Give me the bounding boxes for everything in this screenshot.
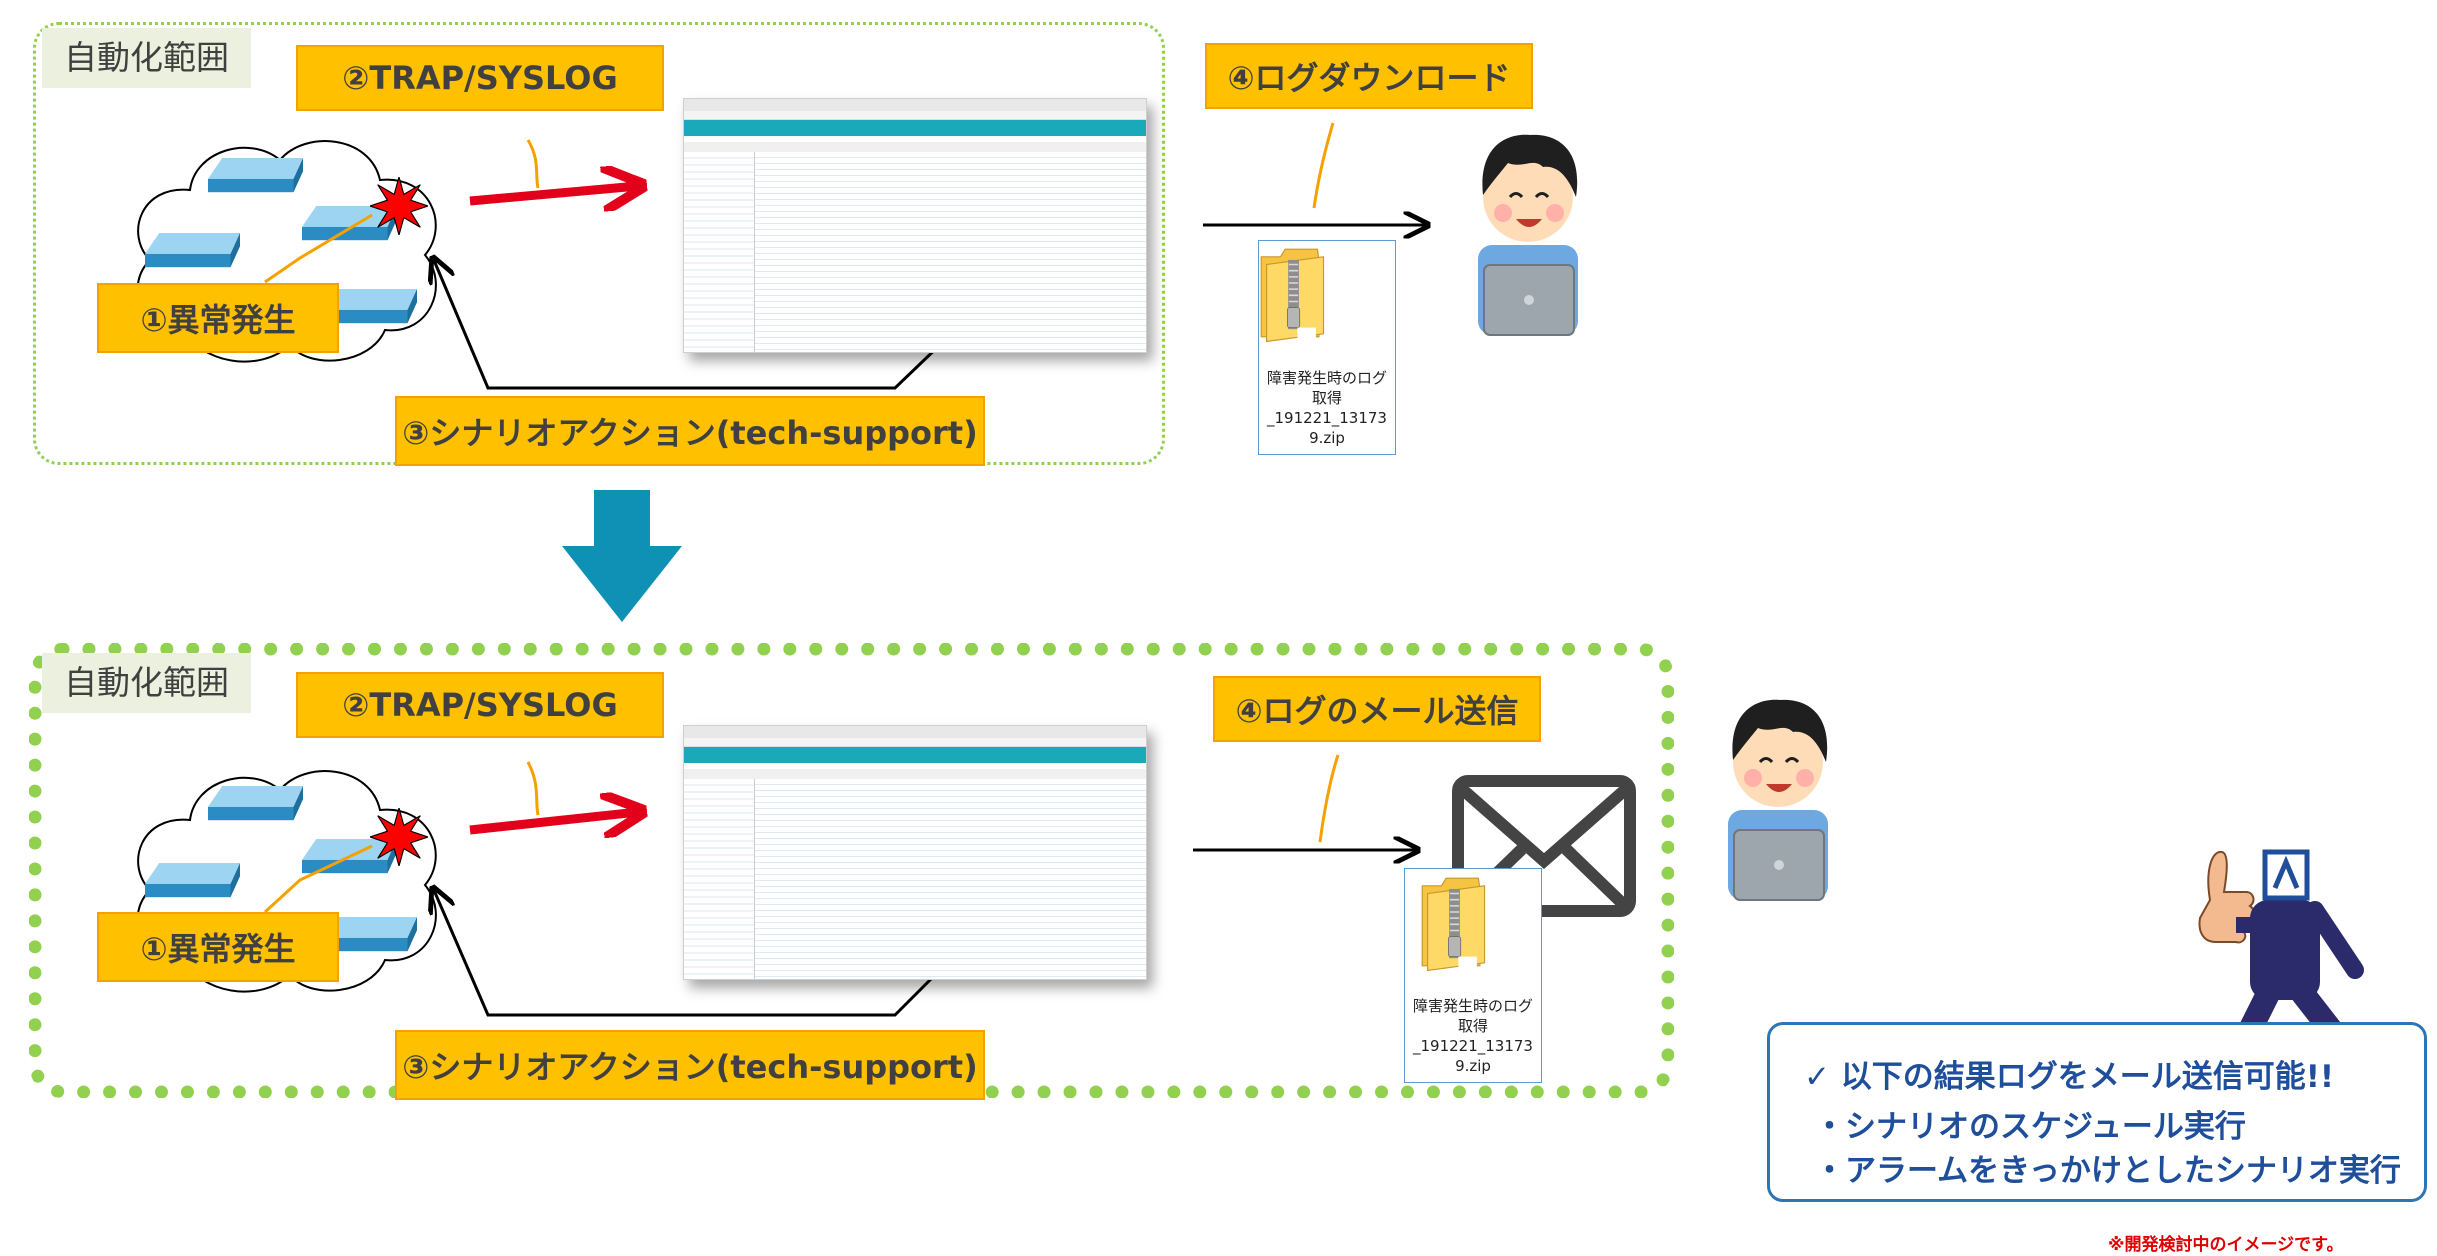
anomaly-label-bottom: ①異常発生 [97,912,339,982]
scenario-label-bottom: ③シナリオアクション(tech-support) [395,1030,985,1100]
trap-label-top: ②TRAP/SYSLOG [296,45,664,111]
result-line-3: ・アラームをきっかけとしたシナリオ実行 [1814,1153,2401,1189]
image-note: ※開発検討中のイメージです。 [2108,1235,2344,1255]
download-label-top: ④ログダウンロード [1205,43,1533,109]
scope-label-top: 自動化範囲 [42,28,251,88]
scenario-label-top: ③シナリオアクション(tech-support) [395,396,985,466]
file-name-line: 9.zip [1309,429,1345,447]
scope-label-bottom: 自動化範囲 [42,653,251,713]
down-arrow-icon [562,490,682,622]
result-callout: ✓ 以下の結果ログをメール送信可能!! ・シナリオのスケジュール実行 ・アラーム… [1767,1022,2427,1202]
result-line-1: ✓ 以下の結果ログをメール送信可能!! [1804,1059,2335,1095]
file-name-line: _191221_13173 [1267,409,1387,427]
manager-screenshot-bottom [683,725,1147,980]
file-name-line: 取得 [1457,1017,1488,1035]
file-name-line: 取得 [1311,389,1342,407]
mail-label-bottom: ④ログのメール送信 [1213,676,1541,742]
mascot-thumbs-up-icon [2150,830,2370,1050]
file-name-line: _191221_13173 [1413,1037,1533,1055]
manager-screenshot-top [683,98,1147,353]
result-line-2: ・シナリオのスケジュール実行 [1814,1109,2246,1145]
zip-folder-icon [1421,877,1486,972]
file-name-line: 障害発生時のログ [1412,997,1533,1015]
file-name-line: 9.zip [1455,1057,1491,1075]
anomaly-label-top: ①異常発生 [97,283,339,353]
file-name-line: 障害発生時のログ [1266,369,1387,387]
user-with-laptop-icon [1726,698,1830,902]
trap-label-bottom: ②TRAP/SYSLOG [296,672,664,738]
